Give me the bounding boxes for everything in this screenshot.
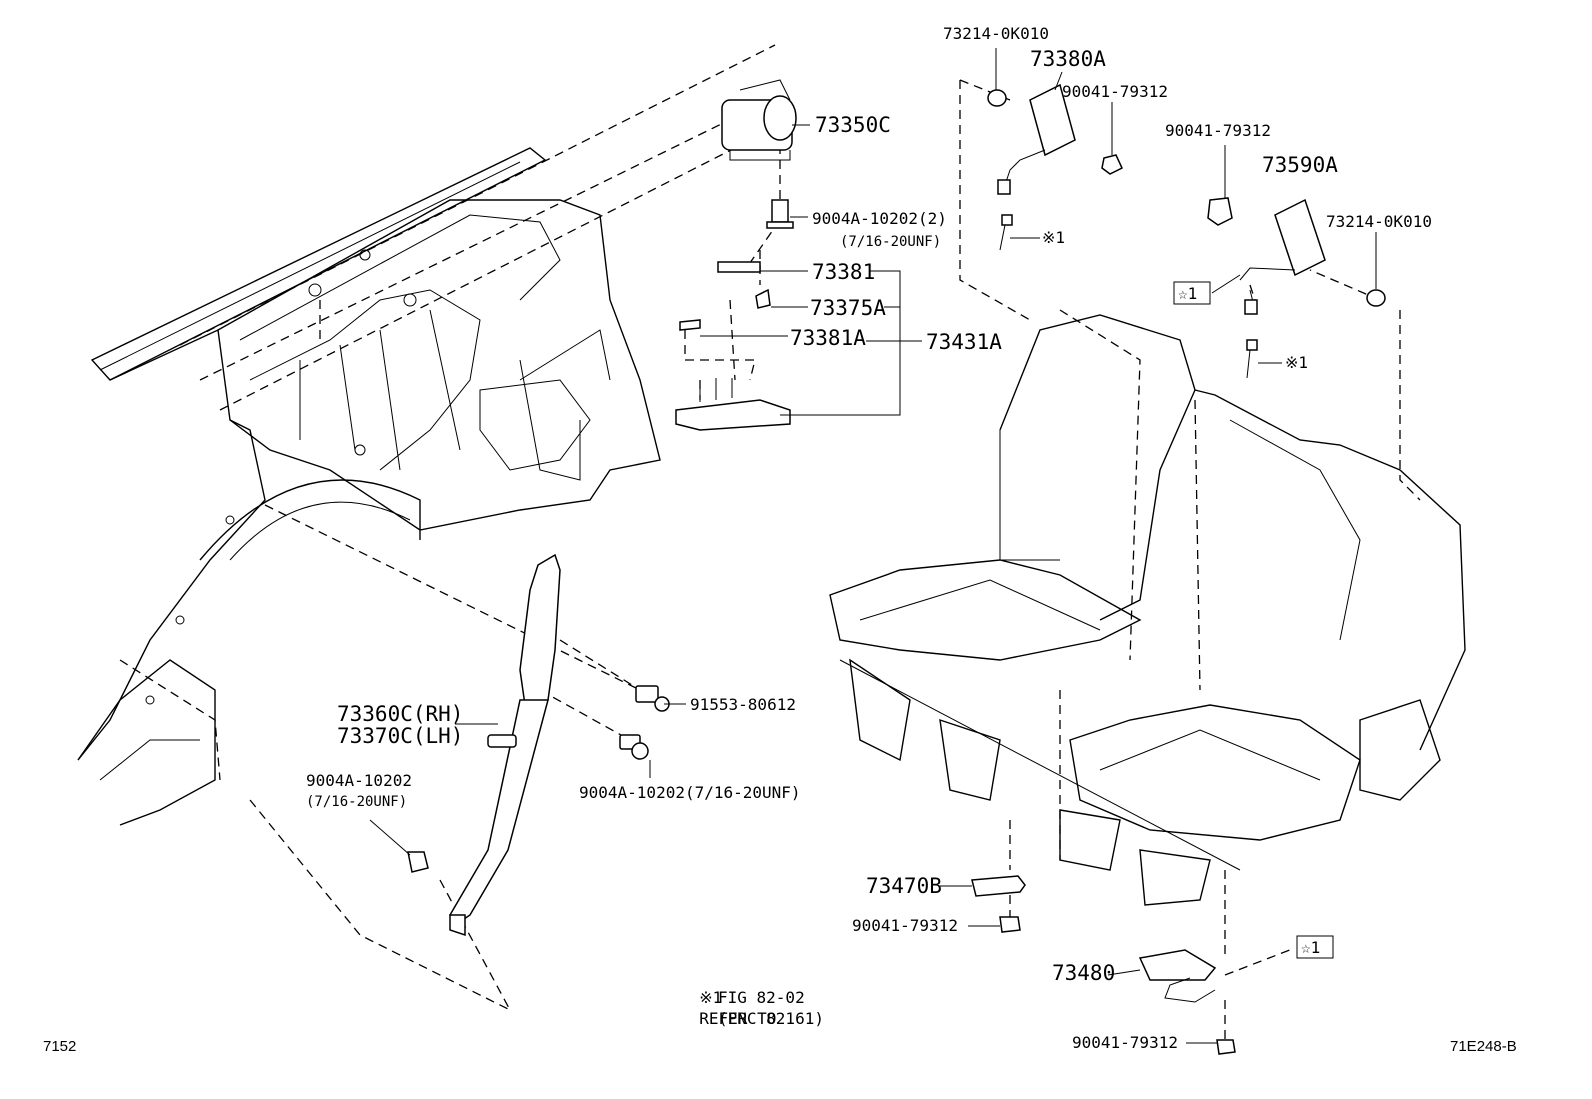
reference-note-fig: FIG 82-02 (718, 988, 805, 1007)
buckle-73590a (1239, 198, 1326, 379)
label-73380a: 73380A (1030, 47, 1106, 71)
label-90041-79312-a: 90041-79312 (1062, 82, 1168, 101)
star-1-box-b (1296, 935, 1334, 959)
page-code-left: 7152 (43, 1038, 77, 1055)
anchor-plate-group (675, 261, 791, 431)
label-73381a: 73381A (790, 326, 866, 350)
label-73480: 73480 (1052, 961, 1115, 985)
bolt-91553-80612 (635, 685, 670, 712)
star-1-box-a (1173, 281, 1211, 305)
figure-code-right: 71E248-B (1450, 1038, 1517, 1055)
rear-seat-assembly (829, 314, 1466, 906)
label-73431a: 73431A (926, 330, 1002, 354)
leader-lines (369, 48, 1377, 1044)
vehicle-body-structure (77, 147, 661, 826)
label-ref-1-a: ※1 (1042, 228, 1065, 247)
label-73214-0k010-b: 73214-0K010 (1326, 212, 1432, 231)
label-7-16-20unf-a: (7/16-20UNF) (840, 234, 941, 250)
reference-note: ※1 REFER TO (680, 966, 776, 1029)
retractor-73350c (721, 79, 797, 161)
label-90041-79312-c: 90041-79312 (852, 916, 958, 935)
nut-73214-0k010-b (1366, 289, 1386, 307)
label-73590a: 73590A (1262, 153, 1338, 177)
seat-belt-73360c-73370c (449, 553, 561, 937)
nut-90041-79312-d (1216, 1039, 1236, 1055)
label-73375a: 73375A (810, 296, 886, 320)
nut-90041-79312-b (1207, 197, 1233, 226)
label-73360c-rh: 73360C(RH) (337, 702, 463, 726)
nut-90041-79312-c (999, 916, 1021, 933)
assembly-lines-right (959, 79, 1421, 1040)
bolt-9004a-10202-2 (766, 199, 794, 229)
reference-note-mark: ※1 (699, 988, 723, 1007)
label-73350c: 73350C (815, 113, 891, 137)
buckle-73380a (997, 83, 1076, 251)
label-73381: 73381 (812, 260, 875, 284)
label-star-1-a: ☆1 (1178, 284, 1197, 303)
nut-90041-79312-top (1101, 154, 1123, 175)
bolt-9004a-10202-belt (619, 734, 649, 760)
reference-note-line1: REFER TO (699, 1009, 777, 1028)
label-91553-80612: 91553-80612 (690, 695, 796, 714)
label-9004a-10202-2: 9004A-10202(2) (812, 209, 947, 228)
label-9004a-10202-mid: 9004A-10202(7/16-20UNF) (579, 783, 801, 802)
buckle-73480 (1138, 949, 1217, 1003)
label-9004a-10202-left: 9004A-10202 (306, 771, 412, 790)
label-ref-1-b: ※1 (1285, 353, 1308, 372)
label-7-16-20unf-b: (7/16-20UNF) (306, 794, 407, 810)
label-90041-79312-d: 90041-79312 (1072, 1033, 1178, 1052)
label-73470b: 73470B (866, 874, 942, 898)
label-73214-0k010-top: 73214-0K010 (943, 24, 1049, 43)
reference-note-pnc: (PNC 82161) (718, 1009, 824, 1028)
nut-73214-0k010-top (987, 89, 1007, 107)
assembly-lines-left (119, 44, 791, 1011)
buckle-73470b (971, 875, 1026, 897)
bolt-9004a-10202-lower (407, 851, 429, 873)
label-star-1-b: ☆1 (1301, 938, 1320, 957)
label-90041-79312-b: 90041-79312 (1165, 121, 1271, 140)
label-73370c-lh: 73370C(LH) (337, 724, 463, 748)
